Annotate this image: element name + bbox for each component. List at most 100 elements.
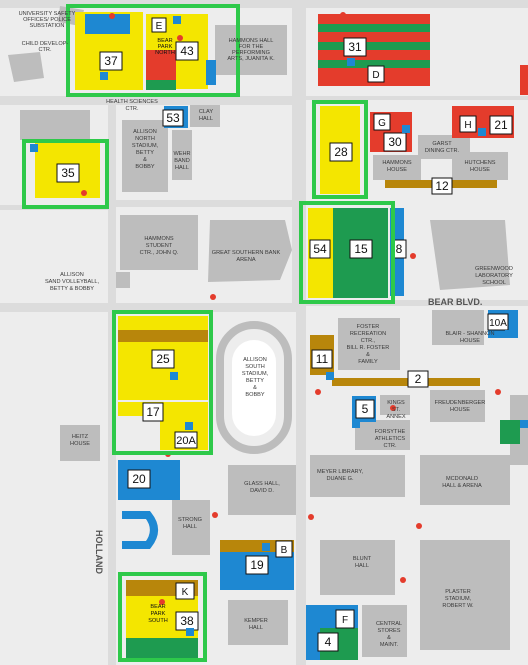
building-kemper bbox=[228, 600, 288, 645]
wheelchair-icon bbox=[326, 372, 334, 380]
lot-label-30: 30 bbox=[388, 135, 402, 149]
highlight-lot-28 bbox=[312, 100, 368, 199]
buildings bbox=[8, 6, 528, 657]
phone-icon bbox=[416, 523, 422, 529]
building-child-dev bbox=[8, 52, 44, 82]
lot-label-35: 35 bbox=[61, 166, 75, 180]
building-foster bbox=[338, 318, 400, 370]
wheelchair-icon bbox=[310, 608, 318, 616]
lot-east-green bbox=[500, 420, 520, 444]
block bbox=[0, 312, 108, 665]
street-label-bear-blvd: BEAR BLVD. bbox=[428, 297, 482, 307]
building-sand-volleyball bbox=[116, 272, 130, 288]
lot-label-5: 5 bbox=[362, 402, 369, 416]
lot-label-h: H bbox=[464, 120, 471, 131]
lot-label-15: 15 bbox=[354, 242, 368, 256]
building-allison-north bbox=[122, 120, 168, 192]
phone-icon bbox=[177, 35, 183, 41]
phone-icon bbox=[308, 514, 314, 520]
lot-label-20: 20 bbox=[132, 472, 146, 486]
building-blunt bbox=[320, 540, 395, 595]
lot-38-green bbox=[126, 638, 198, 658]
building-wehr-band bbox=[172, 130, 192, 180]
street-label-holland: HOLLAND bbox=[94, 530, 104, 574]
phone-icon bbox=[315, 389, 321, 395]
lot-label-53: 53 bbox=[166, 111, 180, 125]
lot-label-b: B bbox=[281, 545, 288, 556]
wheelchair-icon bbox=[352, 420, 360, 428]
building-glass bbox=[228, 465, 296, 515]
lot-label-54: 54 bbox=[313, 242, 327, 256]
building-hammons-house bbox=[373, 155, 421, 180]
phone-icon bbox=[495, 389, 501, 395]
wheelchair-icon bbox=[186, 628, 194, 636]
highlight-bear-park-south bbox=[118, 572, 207, 662]
wheelchair-icon bbox=[478, 128, 486, 136]
lot-label-2: 2 bbox=[415, 372, 422, 386]
wheelchair-icon bbox=[347, 58, 355, 66]
building-plaster bbox=[420, 540, 510, 650]
building-kings bbox=[380, 395, 410, 415]
building-hammons-student bbox=[120, 215, 198, 270]
lot-east-red bbox=[520, 65, 528, 95]
wheelchair-icon bbox=[185, 422, 193, 430]
wheelchair-icon bbox=[173, 16, 181, 24]
label-glass: GLASS HALL,DAVID D. bbox=[244, 481, 280, 494]
highlight-frames bbox=[22, 4, 395, 662]
building-mcdonald bbox=[420, 455, 510, 505]
lot-label-31: 31 bbox=[348, 40, 362, 54]
building-hammons-hall bbox=[215, 25, 287, 75]
lot-label-19: 19 bbox=[250, 558, 264, 572]
wheelchair-icon bbox=[170, 372, 178, 380]
lot-label-20a: 20A bbox=[176, 435, 196, 447]
building-freudenberger bbox=[430, 390, 485, 422]
building-forsythe bbox=[355, 420, 410, 450]
highlight-lot-25 bbox=[112, 310, 213, 455]
lot-20-curve bbox=[122, 511, 158, 549]
building-gsb-arena bbox=[208, 220, 292, 282]
building-greenwood bbox=[430, 220, 510, 290]
phone-icon bbox=[400, 577, 406, 583]
building-strong bbox=[172, 500, 210, 555]
phone-icon bbox=[390, 405, 396, 411]
building-hutchens-house bbox=[452, 152, 508, 180]
highlight-bear-park-north bbox=[66, 4, 240, 97]
lot-label-37: 37 bbox=[104, 54, 118, 68]
building-blair-shannon bbox=[432, 310, 484, 345]
lot-label-43: 43 bbox=[180, 44, 194, 58]
allison-south-track bbox=[216, 321, 292, 454]
highlight-lot-35 bbox=[22, 139, 109, 209]
block bbox=[0, 210, 108, 303]
wheelchair-icon bbox=[402, 125, 410, 133]
emergency-phones bbox=[81, 12, 501, 605]
lot-label-12: 12 bbox=[435, 179, 449, 193]
lot-43-blue bbox=[206, 60, 216, 85]
building-meyer bbox=[310, 455, 405, 497]
lot-25-band bbox=[118, 330, 208, 342]
phone-icon bbox=[210, 294, 216, 300]
label-meyer: MEYER LIBRARY,DUANE G. bbox=[317, 469, 364, 482]
phone-icon bbox=[340, 12, 346, 18]
